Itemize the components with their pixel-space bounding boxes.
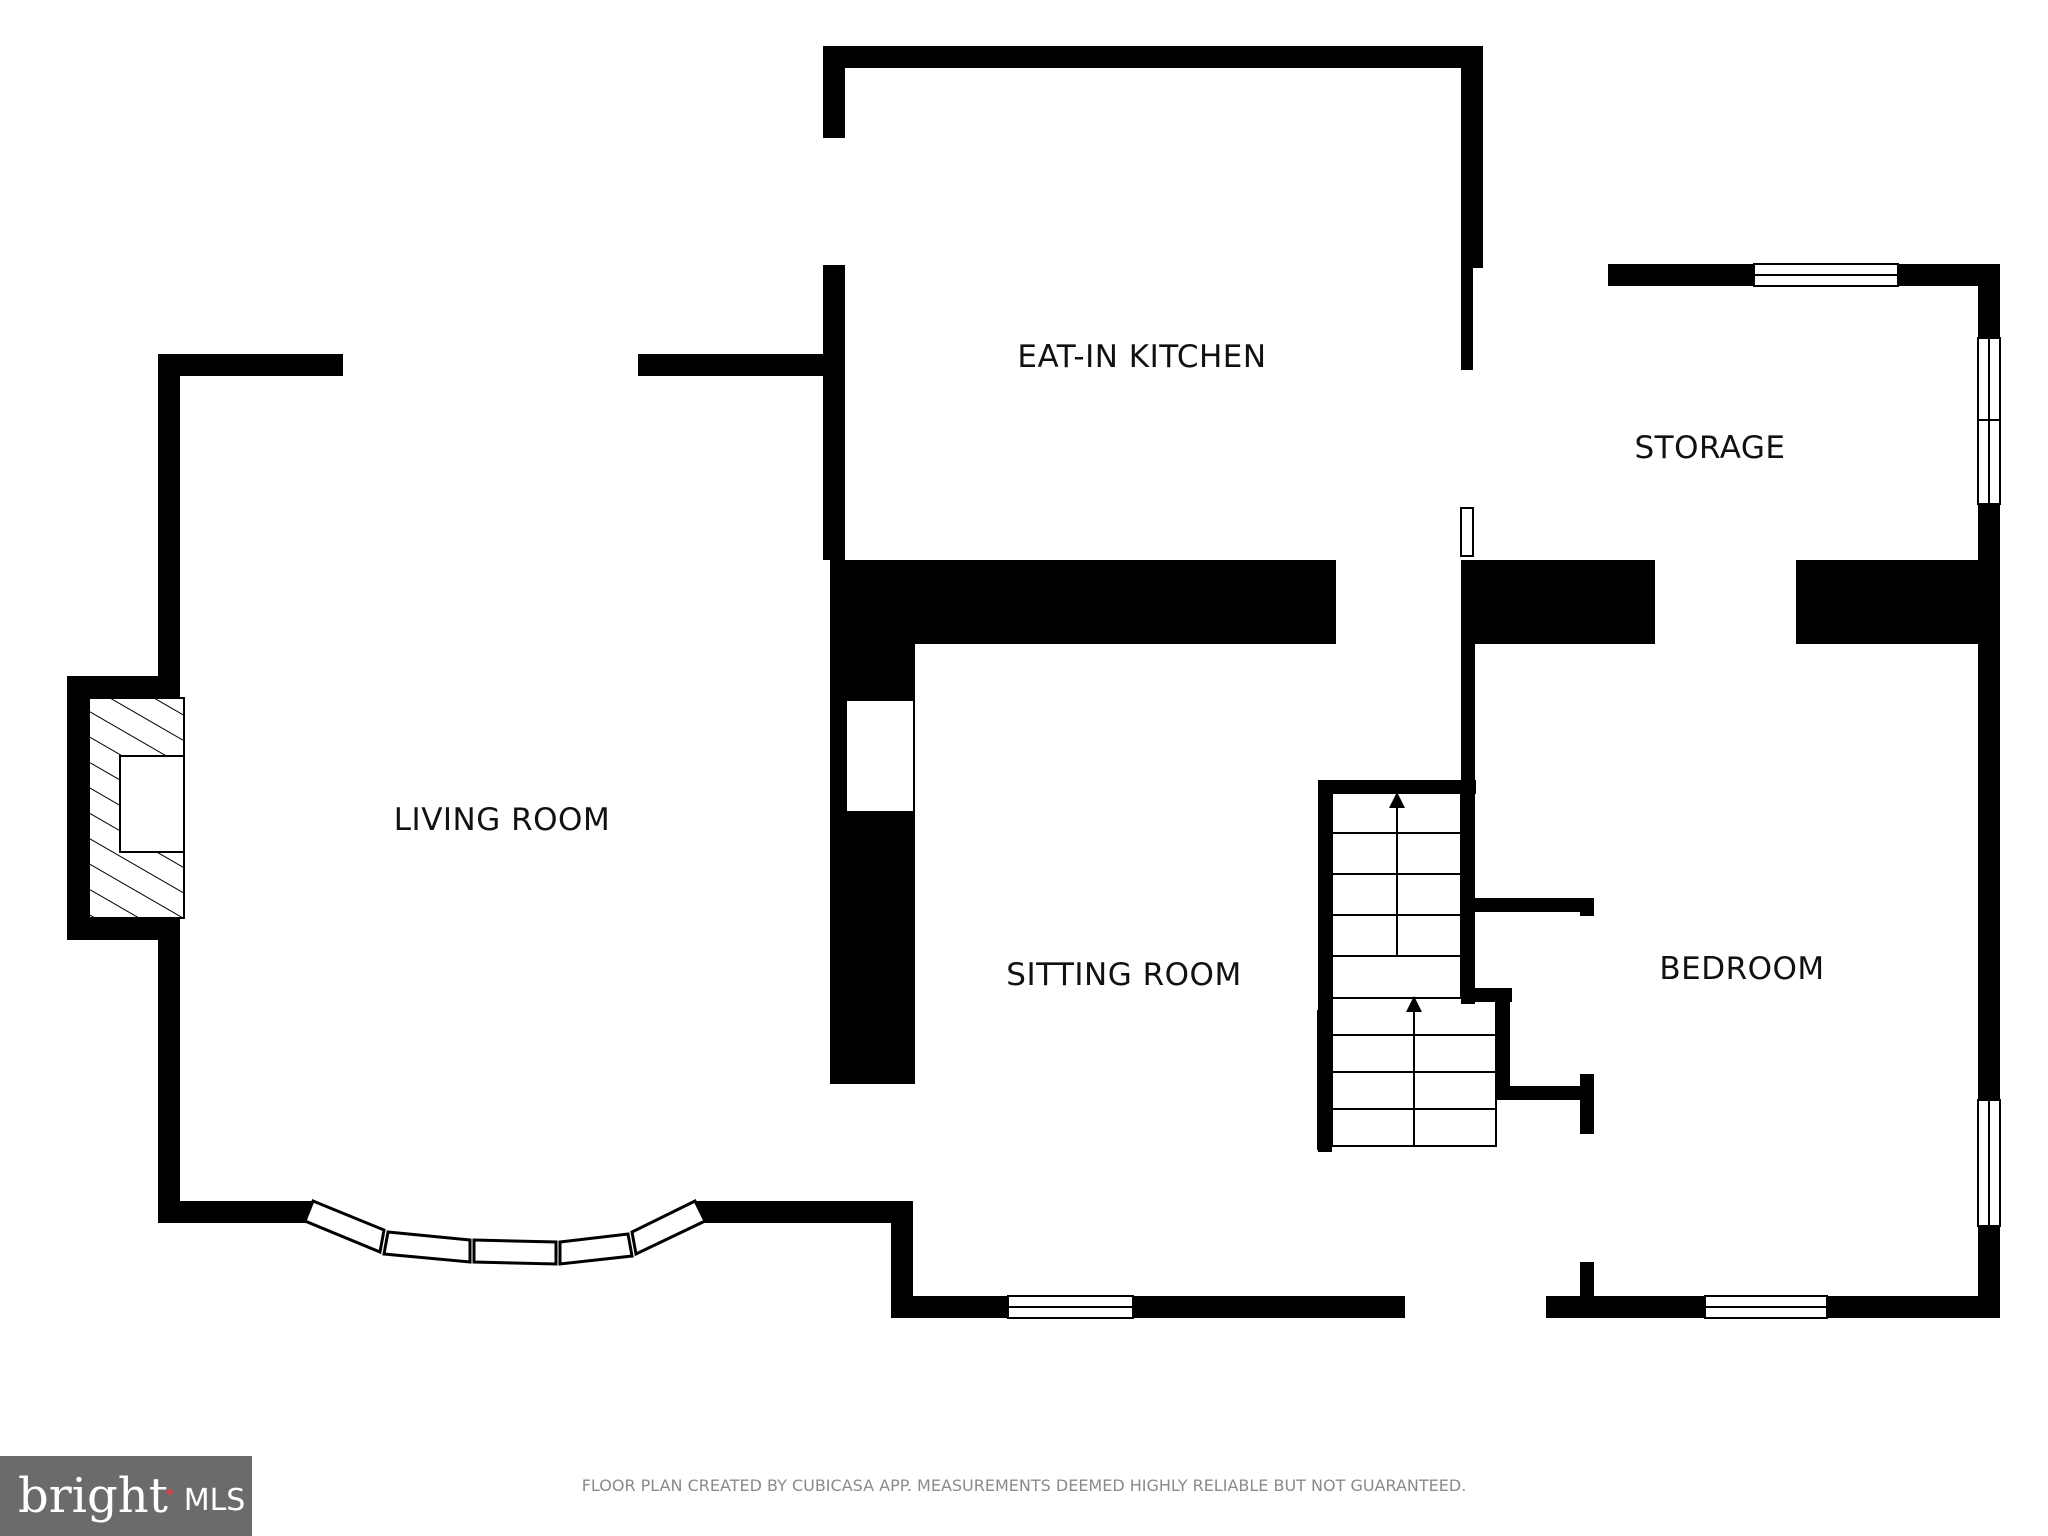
windows <box>1007 263 2001 1319</box>
brand-spark-icon: ✦ <box>163 1483 176 1500</box>
brand-name: bright <box>18 1468 168 1524</box>
fireplace <box>88 697 185 919</box>
disclaimer-text: FLOOR PLAN CREATED BY CUBICASA APP. MEAS… <box>581 1476 1467 1495</box>
brand-watermark: bright ✦ MLS <box>0 1456 252 1536</box>
room-label-living-room: LIVING ROOM <box>394 802 610 838</box>
wall-opening <box>1655 572 1796 638</box>
room-label-sitting-room: SITTING ROOM <box>1006 957 1241 993</box>
room-label-eat-in-kitchen: EAT-IN KITCHEN <box>1017 339 1266 375</box>
stair-arrows <box>1389 792 1422 1012</box>
room-label-storage: STORAGE <box>1634 430 1785 466</box>
walls <box>67 46 2000 1318</box>
bay-window <box>303 1198 708 1266</box>
room-label-bedroom: BEDROOM <box>1659 951 1824 987</box>
wall-niche <box>845 699 915 813</box>
brand-sub: MLS <box>183 1483 246 1518</box>
